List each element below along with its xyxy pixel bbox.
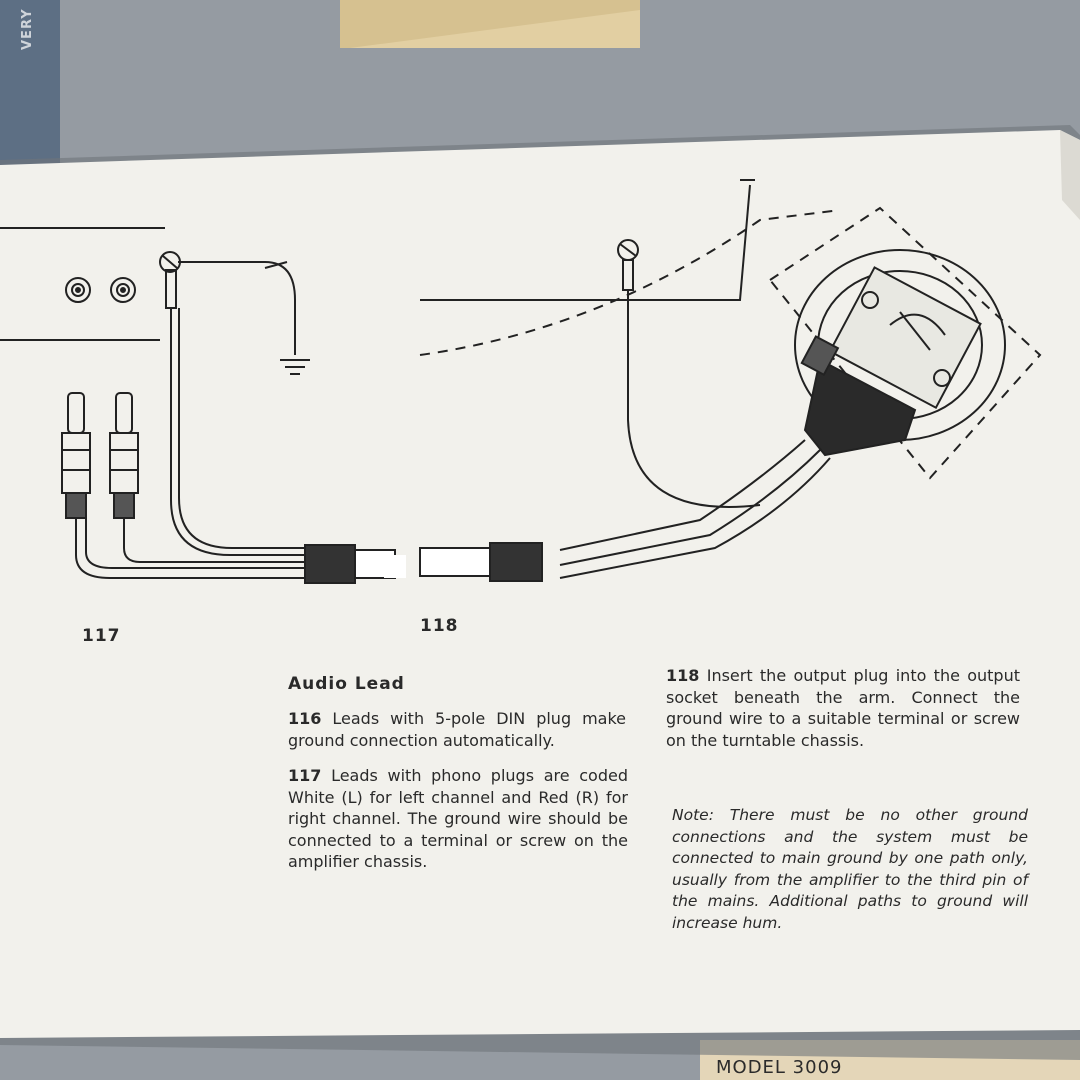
blue-book-edge <box>0 0 60 170</box>
note-paragraph: Note: There must be no other ground conn… <box>672 806 1028 932</box>
paragraph-number: 116 <box>288 709 322 728</box>
spine-text: VERY <box>20 8 35 50</box>
model-label: MODEL 3009 <box>716 1057 843 1078</box>
paragraph-number: 117 <box>288 766 322 785</box>
figure-118-number: 118 <box>420 616 459 636</box>
paragraph-number: 118 <box>666 666 700 685</box>
section-heading: Audio Lead <box>288 674 405 694</box>
paragraph-text: Leads with phono plugs are coded White (… <box>288 766 628 871</box>
figure-117-illustration <box>0 227 396 584</box>
paragraph-text: Leads with 5-pole DIN plug make ground c… <box>288 709 627 750</box>
paragraph-117: 117 Leads with phono plugs are coded Whi… <box>288 765 628 873</box>
figure-118-illustration <box>419 179 1042 582</box>
paragraph-118: 118 Insert the output plug into the outp… <box>666 665 1020 751</box>
paragraph-116: 116 Leads with 5-pole DIN plug make grou… <box>288 708 626 751</box>
paragraph-text: Insert the output plug into the output s… <box>666 666 1021 750</box>
figure-117-number: 117 <box>82 626 121 646</box>
